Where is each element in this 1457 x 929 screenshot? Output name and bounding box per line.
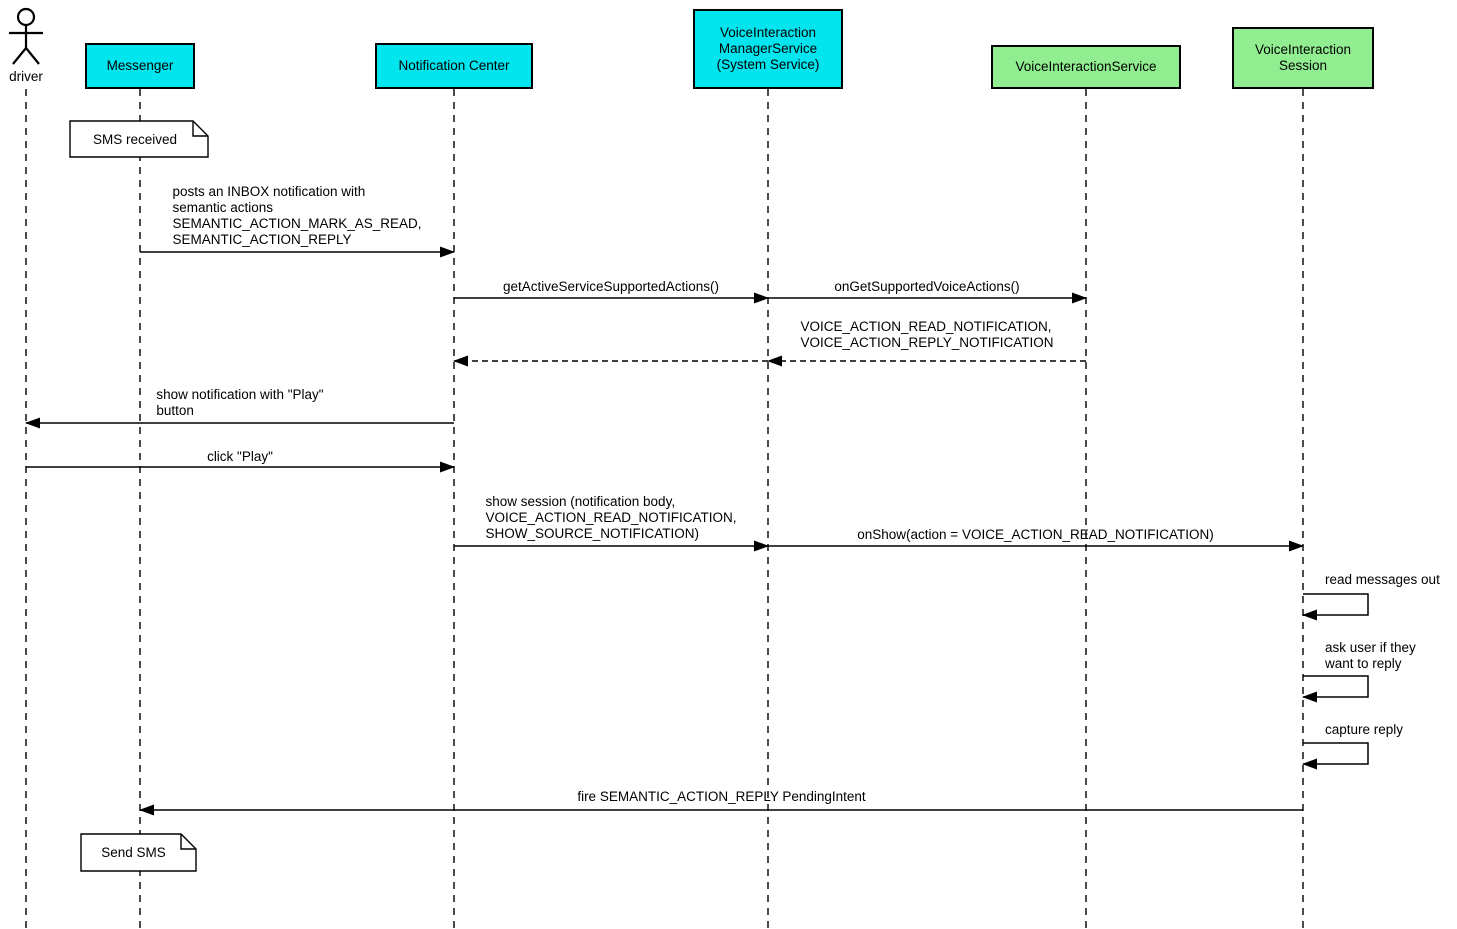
message-label-ask-user-reply: ask user if they want to reply xyxy=(1325,640,1416,671)
message-label-click-play: click "Play" xyxy=(207,449,273,464)
participant-voiceinteraction-session: VoiceInteraction Session xyxy=(1232,27,1374,89)
participant-voiceinteractionservice: VoiceInteractionService xyxy=(991,45,1181,89)
actor-icon xyxy=(9,7,43,65)
participant-messenger: Messenger xyxy=(85,43,195,89)
note-send-sms-shape xyxy=(80,833,197,872)
message-label-fire-semantic-action-reply: fire SEMANTIC_ACTION_REPLY PendingIntent xyxy=(577,789,866,804)
self-arrow-capture-reply xyxy=(1302,742,1369,770)
self-arrow-read-messages-out xyxy=(1302,593,1369,621)
note-send-sms: Send SMS xyxy=(101,845,166,860)
participant-notification-center: Notification Center xyxy=(375,43,533,89)
message-label-read-messages-out: read messages out xyxy=(1325,572,1440,587)
message-label-capture-reply: capture reply xyxy=(1325,722,1404,737)
note-sms-received: SMS received xyxy=(92,131,178,147)
actor-driver-label: driver xyxy=(9,69,43,84)
self-arrow-ask-user-reply xyxy=(1302,675,1369,703)
note-send-sms-fold xyxy=(180,834,196,850)
message-label-text: posts an INBOX notification with semanti… xyxy=(172,184,422,247)
message-label-on-get-supported-voice-actions: onGetSupportedVoiceActions() xyxy=(834,279,1020,294)
message-label-show-notification-play: show notification with "Play" button xyxy=(26,387,454,419)
message-label-text: VOICE_ACTION_READ_NOTIFICATION, VOICE_AC… xyxy=(800,319,1054,350)
message-label-show-session: show session (notification body, VOICE_A… xyxy=(454,494,768,542)
message-label-text: show session (notification body, VOICE_A… xyxy=(485,494,737,541)
message-label-text: show notification with "Play" button xyxy=(156,387,324,418)
message-label-get-active-service-supported-actions: getActiveServiceSupportedActions() xyxy=(502,279,720,294)
message-label-return-voice-actions: VOICE_ACTION_READ_NOTIFICATION, VOICE_AC… xyxy=(768,319,1086,351)
note-sms-received-shape xyxy=(69,120,209,158)
participant-voiceinteraction-managerservice: VoiceInteraction ManagerService (System … xyxy=(693,9,843,89)
message-label-posts-inbox-notification: posts an INBOX notification with semanti… xyxy=(140,184,454,248)
note-sms-received-fold xyxy=(192,121,208,137)
message-label-on-show: onShow(action = VOICE_ACTION_READ_NOTIFI… xyxy=(857,527,1214,542)
